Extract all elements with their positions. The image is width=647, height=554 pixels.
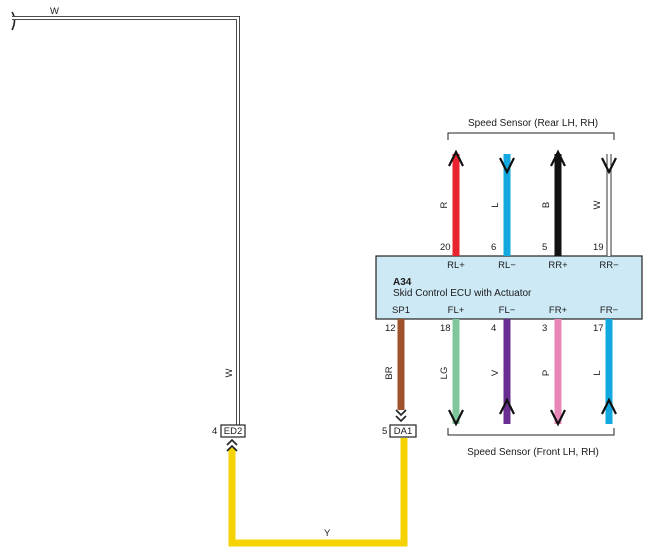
top-wire-label: W xyxy=(50,6,59,17)
bottom-wire-label: Y xyxy=(324,528,331,539)
front-pin-17-number: 17 xyxy=(593,323,604,334)
ecu-box xyxy=(375,255,643,320)
rear-pin-19-wire-label: W xyxy=(592,200,603,209)
ecu-id: A34 xyxy=(393,277,412,288)
connector-da1-name: DA1 xyxy=(394,426,412,437)
connector-ed2-name: ED2 xyxy=(224,426,242,437)
ecu-name: Skid Control ECU with Actuator xyxy=(393,288,532,299)
front-sensor-label: Speed Sensor (Front LH, RH) xyxy=(467,447,599,458)
rear-sensor-brace xyxy=(447,132,615,140)
rear-pin-20-terminal: RL+ xyxy=(447,260,465,271)
connector-da1-chevrons xyxy=(395,409,407,423)
rear-pin-5-number: 5 xyxy=(542,242,547,253)
front-pin-3-wire-label: P xyxy=(541,370,552,376)
front-pin-18-arrow xyxy=(448,409,464,427)
rear-pin-5-arrow xyxy=(550,149,566,167)
rear-pin-5-terminal: RR+ xyxy=(548,260,568,271)
front-pin-12-terminal: SP1 xyxy=(392,305,410,316)
front-pin-17-terminal: FR− xyxy=(600,305,619,316)
rear-pin-19-number: 19 xyxy=(593,242,604,253)
front-pin-3-terminal: FR+ xyxy=(549,305,568,316)
front-pin-4-arrow xyxy=(499,397,515,415)
rear-pin-6-wire-label: L xyxy=(490,202,501,207)
connector-da1-pin: 5 xyxy=(382,426,387,437)
front-pin-3-arrow xyxy=(550,409,566,427)
front-pin-17-arrow xyxy=(601,397,617,415)
front-pin-18-terminal: FL+ xyxy=(448,305,465,316)
rear-pin-6-terminal: RL− xyxy=(498,260,516,271)
connector-ed2-box xyxy=(220,424,246,438)
wire-break-symbol xyxy=(11,11,16,31)
rear-pin-19-terminal: RR− xyxy=(599,260,619,271)
rear-pin-5-wire-label: B xyxy=(541,202,552,208)
connector-da1-box xyxy=(389,424,417,438)
front-pin-17-wire-label: L xyxy=(592,370,603,375)
front-pin-4-number: 4 xyxy=(491,323,496,334)
rear-sensor-label: Speed Sensor (Rear LH, RH) xyxy=(468,118,598,129)
rear-pin-20-wire-label: R xyxy=(439,201,450,208)
front-pin-18-number: 18 xyxy=(440,323,451,334)
rear-pin-20-arrow xyxy=(448,149,464,167)
vertical-wire-label-w: W xyxy=(224,368,235,377)
front-pin-3-number: 3 xyxy=(542,323,547,334)
yellow-wire-y xyxy=(228,438,408,547)
front-sensor-brace xyxy=(447,428,615,436)
connector-ed2: 4 ED2 xyxy=(212,424,246,452)
connector-da1: 5 DA1 xyxy=(382,409,417,438)
front-pin-4-terminal: FL− xyxy=(499,305,516,316)
front-pin-12-wire-label: BR xyxy=(384,366,395,379)
front-pin-18-wire-label: LG xyxy=(439,367,450,380)
front-pin-4-wire-label: V xyxy=(490,369,501,376)
front-pin-12-number: 12 xyxy=(385,323,396,334)
connector-ed2-chevrons xyxy=(226,438,238,452)
top-w-wire xyxy=(12,16,240,425)
rear-pin-6-number: 6 xyxy=(491,242,496,253)
rear-pin-19-arrow xyxy=(601,157,617,175)
connector-ed2-pin: 4 xyxy=(212,426,217,437)
rear-pin-20-number: 20 xyxy=(440,242,451,253)
rear-pin-6-arrow xyxy=(499,157,515,175)
